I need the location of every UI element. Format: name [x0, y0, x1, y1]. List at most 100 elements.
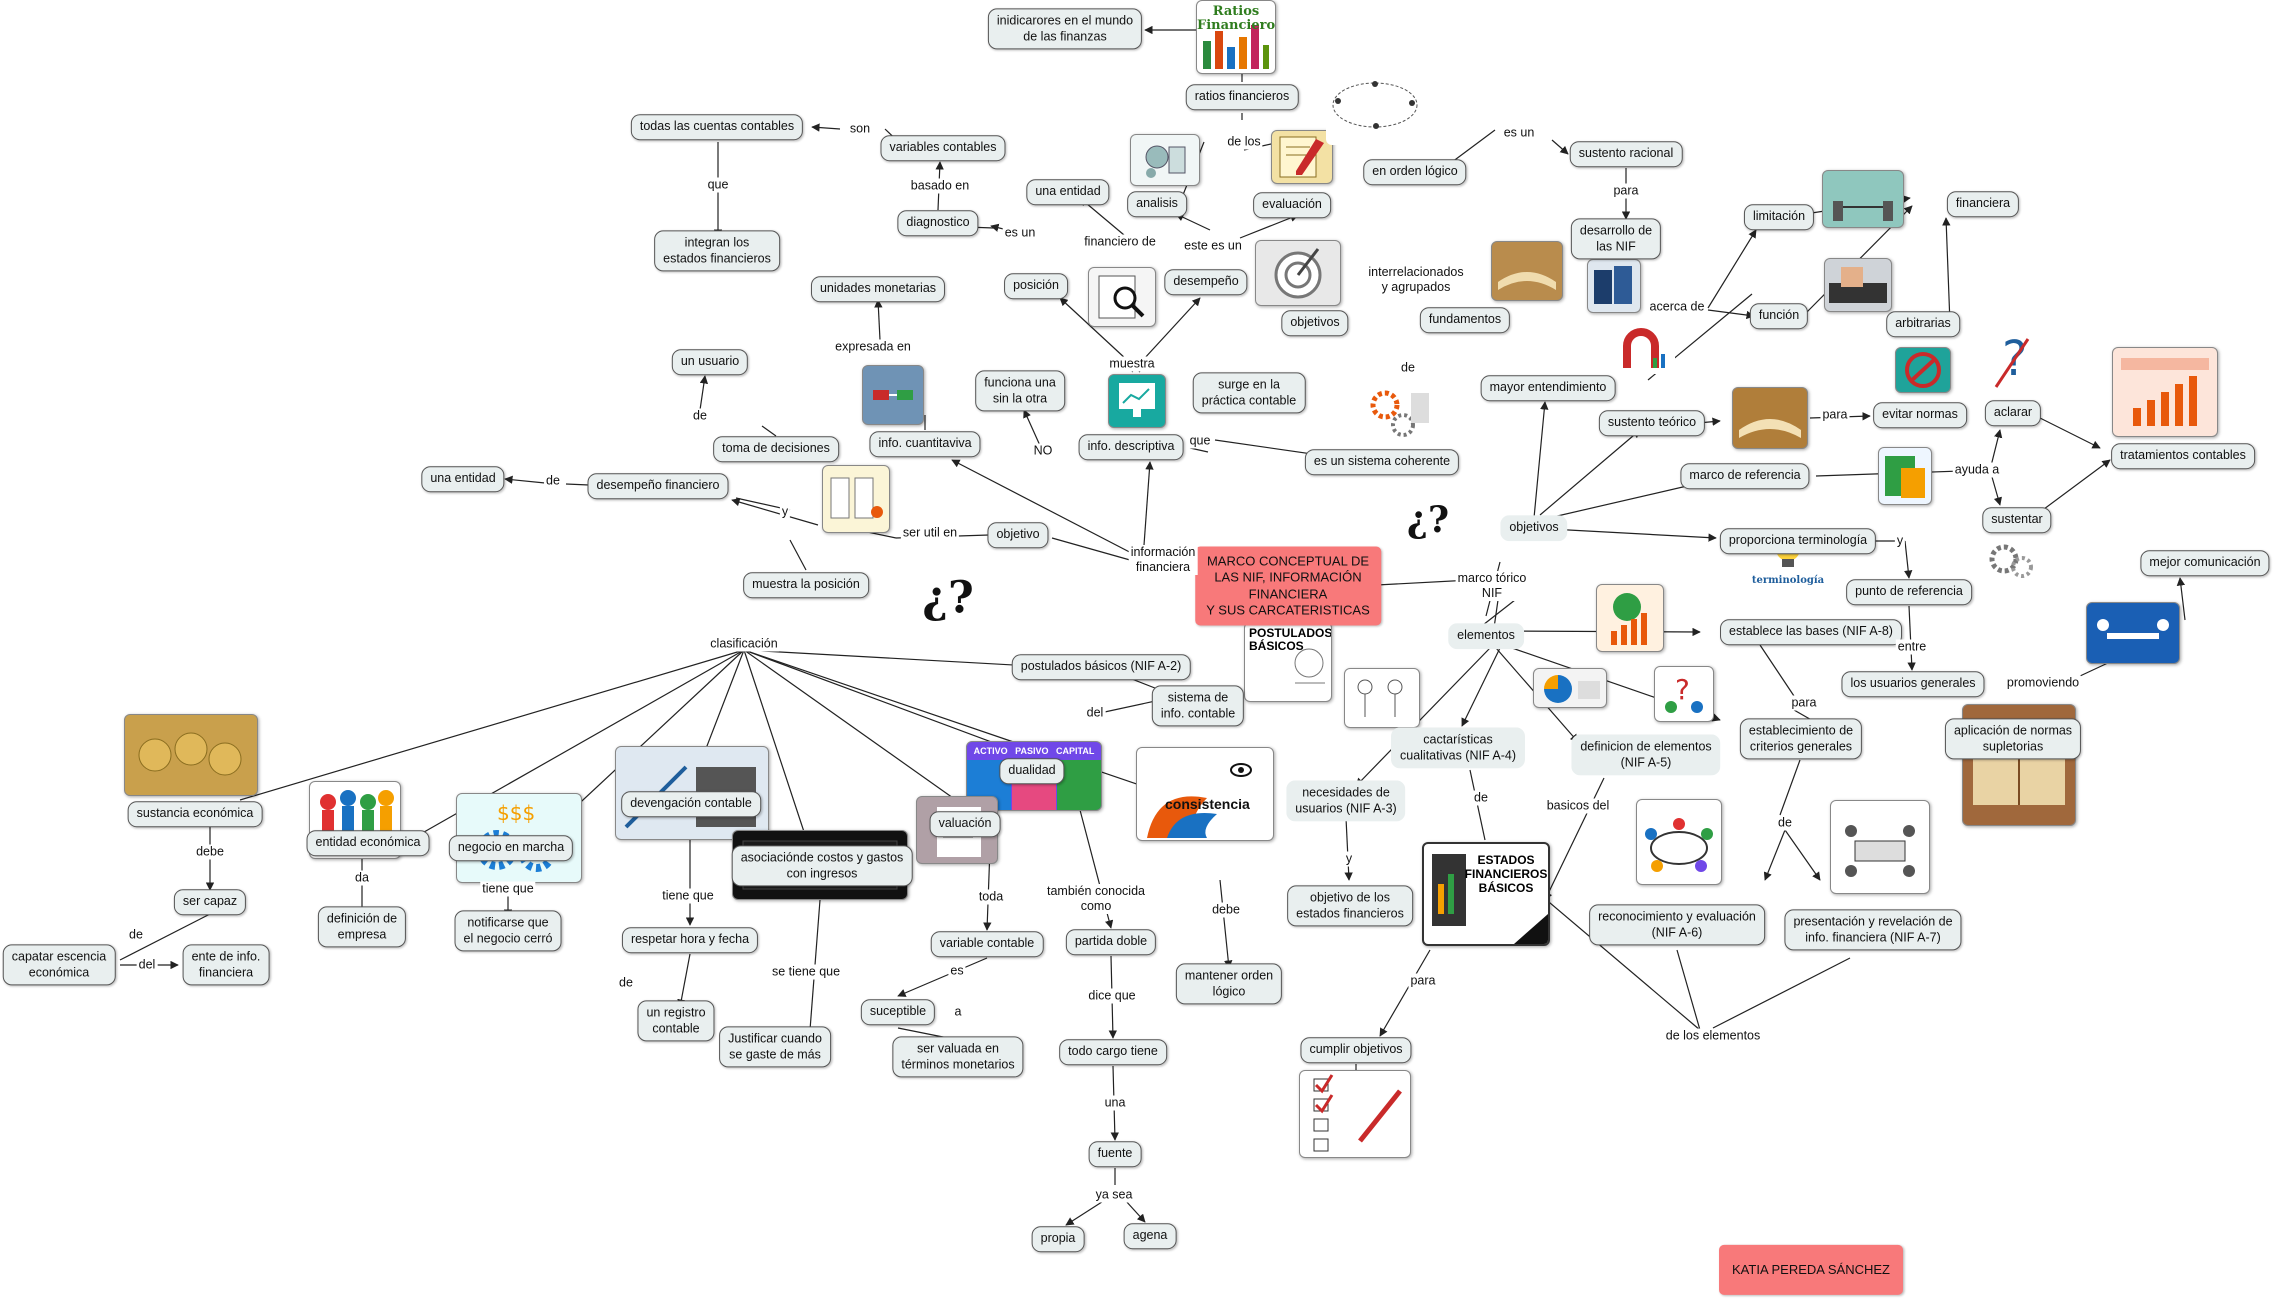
- node-una-entidad-top[interactable]: una entidad: [1026, 179, 1110, 205]
- node-sustento-teorico[interactable]: sustento teórico: [1598, 410, 1706, 436]
- node-funciona[interactable]: funciona una sin la otra: [975, 370, 1065, 412]
- node-unidades[interactable]: unidades monetarias: [810, 276, 946, 302]
- node-captar[interactable]: capatar escencia económica: [2, 944, 116, 986]
- connector-line: [1533, 401, 1549, 519]
- node-criterios[interactable]: establecimiento de criterios generales: [1739, 718, 1863, 760]
- consistencia-image-title: consistencia: [1165, 796, 1250, 812]
- node-ratios[interactable]: ratios financieros: [1185, 84, 1299, 110]
- node-objetivos-right[interactable]: objetivos: [1500, 515, 1568, 541]
- node-toma[interactable]: toma de decisiones: [713, 436, 839, 462]
- node-mejor-com[interactable]: mejor comunicación: [2140, 550, 2270, 576]
- node-arbitrarias[interactable]: arbitrarias: [1886, 311, 1960, 337]
- node-dualidad[interactable]: dualidad: [999, 758, 1065, 784]
- node-marco-ref[interactable]: marco de referencia: [1680, 463, 1810, 489]
- aclarar-question-image: ?: [1992, 329, 2032, 391]
- node-cumplir[interactable]: cumplir objetivos: [1300, 1037, 1412, 1063]
- connector-line: [874, 299, 883, 341]
- node-funcion[interactable]: función: [1749, 303, 1809, 329]
- node-fuente[interactable]: fuente: [1088, 1141, 1142, 1167]
- node-tratamientos[interactable]: tratamientos contables: [2111, 443, 2255, 469]
- node-notificarse[interactable]: notificarse que el negocio cerró: [454, 910, 562, 952]
- node-ser-capaz[interactable]: ser capaz: [173, 889, 247, 915]
- node-necesidades[interactable]: necesidades de usuarios (NIF A-3): [1286, 780, 1406, 822]
- node-objetivo-estados[interactable]: objetivo de los estados financieros: [1287, 885, 1413, 927]
- node-asociacion[interactable]: asociaciónde costos y gastos con ingreso…: [731, 845, 913, 887]
- node-partida[interactable]: partida doble: [1065, 929, 1157, 955]
- node-reconocimiento[interactable]: reconocimiento y evaluación (NIF A-6): [1589, 904, 1765, 946]
- node-cualitativas[interactable]: cactarísticas cualitativas (NIF A-4): [1390, 727, 1526, 769]
- node-suceptible[interactable]: suceptible: [860, 999, 936, 1025]
- node-evitar[interactable]: evitar normas: [1873, 402, 1967, 428]
- connector-line: [1549, 528, 1717, 542]
- connector-line: [1175, 213, 1211, 231]
- chemistry-icon: [1145, 145, 1186, 178]
- node-desempeno[interactable]: desempeño: [1164, 269, 1248, 295]
- node-mantener[interactable]: mantener orden lógico: [1175, 963, 1283, 1005]
- node-variables[interactable]: variables contables: [880, 135, 1006, 161]
- node-indicadores[interactable]: inidicarores en el mundo de las finanzas: [987, 8, 1143, 50]
- growth-chart-icon: [2121, 358, 2209, 426]
- node-justificar[interactable]: Justificar cuando se gaste de más: [719, 1026, 831, 1068]
- node-aplicacion[interactable]: aplicación de normas supletorias: [1944, 718, 2082, 760]
- node-sustancia[interactable]: sustancia económica: [127, 801, 263, 827]
- node-entidad-eco[interactable]: entidad económica: [306, 830, 430, 856]
- node-info-cuant[interactable]: info. cuantitaviva: [869, 431, 981, 457]
- node-valuada[interactable]: ser valuada en términos monetarios: [892, 1036, 1024, 1078]
- node-una-entidad-left[interactable]: una entidad: [421, 466, 505, 492]
- node-registro[interactable]: un registro contable: [637, 1000, 715, 1042]
- node-objetivo[interactable]: objetivo: [987, 522, 1049, 548]
- node-sustento-racional[interactable]: sustento racional: [1569, 141, 1683, 167]
- node-analisis[interactable]: analisis: [1127, 191, 1187, 217]
- node-usuarios-gen[interactable]: los usuarios generales: [1841, 671, 1985, 697]
- connector-line: [1907, 605, 1916, 671]
- node-un-usuario[interactable]: un usuario: [671, 349, 749, 375]
- node-limitacion[interactable]: limitación: [1743, 204, 1815, 230]
- node-sistema-coherente[interactable]: es un sistema coherente: [1304, 449, 1460, 475]
- node-agena[interactable]: agena: [1123, 1223, 1177, 1249]
- node-financiera[interactable]: financiera: [1946, 191, 2020, 217]
- node-establece[interactable]: establece las bases (NIF A-8): [1720, 619, 1902, 645]
- author-node[interactable]: KATIA PEREDA SÁNCHEZ: [1719, 1244, 1903, 1296]
- node-objetivos-mid[interactable]: objetivos: [1281, 310, 1349, 336]
- node-devengacion[interactable]: devengación contable: [621, 791, 761, 817]
- node-def-empresa[interactable]: definición de empresa: [317, 906, 407, 948]
- node-mayor[interactable]: mayor entendimiento: [1480, 375, 1616, 401]
- node-fundamentos[interactable]: fundamentos: [1419, 307, 1511, 333]
- node-propia[interactable]: propia: [1031, 1226, 1085, 1252]
- node-punto-ref[interactable]: punto de referencia: [1846, 579, 1972, 605]
- node-aclarar[interactable]: aclarar: [1984, 400, 2042, 426]
- gears-icon: [1989, 544, 2033, 578]
- node-ente[interactable]: ente de info. financiera: [182, 944, 270, 986]
- node-respetar[interactable]: respetar hora y fecha: [621, 927, 759, 953]
- node-presentacion[interactable]: presentación y revelación de info. finan…: [1784, 909, 1962, 951]
- connector-line: [789, 539, 807, 571]
- node-definicion[interactable]: definicion de elementos (NIF A-5): [1571, 734, 1721, 776]
- node-sistema-info[interactable]: sistema de info. contable: [1151, 685, 1245, 727]
- node-integran[interactable]: integran los estados financieros: [654, 230, 780, 272]
- node-desempeno-fin[interactable]: desempeño financiero: [587, 473, 729, 499]
- node-evaluacion[interactable]: evaluación: [1253, 192, 1331, 218]
- node-desarrollo-nif[interactable]: desarrollo de las NIF: [1570, 218, 1662, 260]
- node-cuentas[interactable]: todas las cuentas contables: [630, 114, 804, 140]
- node-negocio[interactable]: negocio en marcha: [448, 835, 574, 861]
- node-todo-cargo[interactable]: todo cargo tiene: [1059, 1039, 1167, 1065]
- node-elementos[interactable]: elementos: [1448, 623, 1524, 649]
- node-posicion[interactable]: posición: [1004, 273, 1068, 299]
- label-debe-1: debe: [194, 844, 226, 860]
- node-valuacion[interactable]: valuación: [929, 811, 1001, 837]
- node-variable-cont[interactable]: variable contable: [930, 931, 1044, 957]
- node-surge[interactable]: surge en la práctica contable: [1192, 372, 1306, 414]
- node-postulados[interactable]: postulados básicos (NIF A-2): [1011, 654, 1191, 680]
- node-proporciona[interactable]: proporciona terminología: [1719, 528, 1877, 554]
- main-topic-node[interactable]: MARCO CONCEPTUAL DE LAS NIF, INFORMACIÓN…: [1195, 546, 1381, 626]
- node-muestra-pos[interactable]: muestra la posición: [743, 572, 869, 598]
- node-orden-logico[interactable]: en orden lógico: [1363, 159, 1467, 185]
- node-sustentar[interactable]: sustentar: [1982, 507, 2052, 533]
- node-info-desc[interactable]: info. descriptiva: [1078, 434, 1184, 460]
- nif-books-icon: [1594, 266, 1632, 304]
- connector-line: [1461, 647, 1501, 727]
- label-ayuda-a: ayuda a: [1952, 462, 2002, 478]
- limitacion-image: [1822, 170, 1904, 228]
- node-diagnostico[interactable]: diagnostico: [897, 210, 979, 236]
- label-se-tiene-que: se tiene que: [769, 964, 843, 980]
